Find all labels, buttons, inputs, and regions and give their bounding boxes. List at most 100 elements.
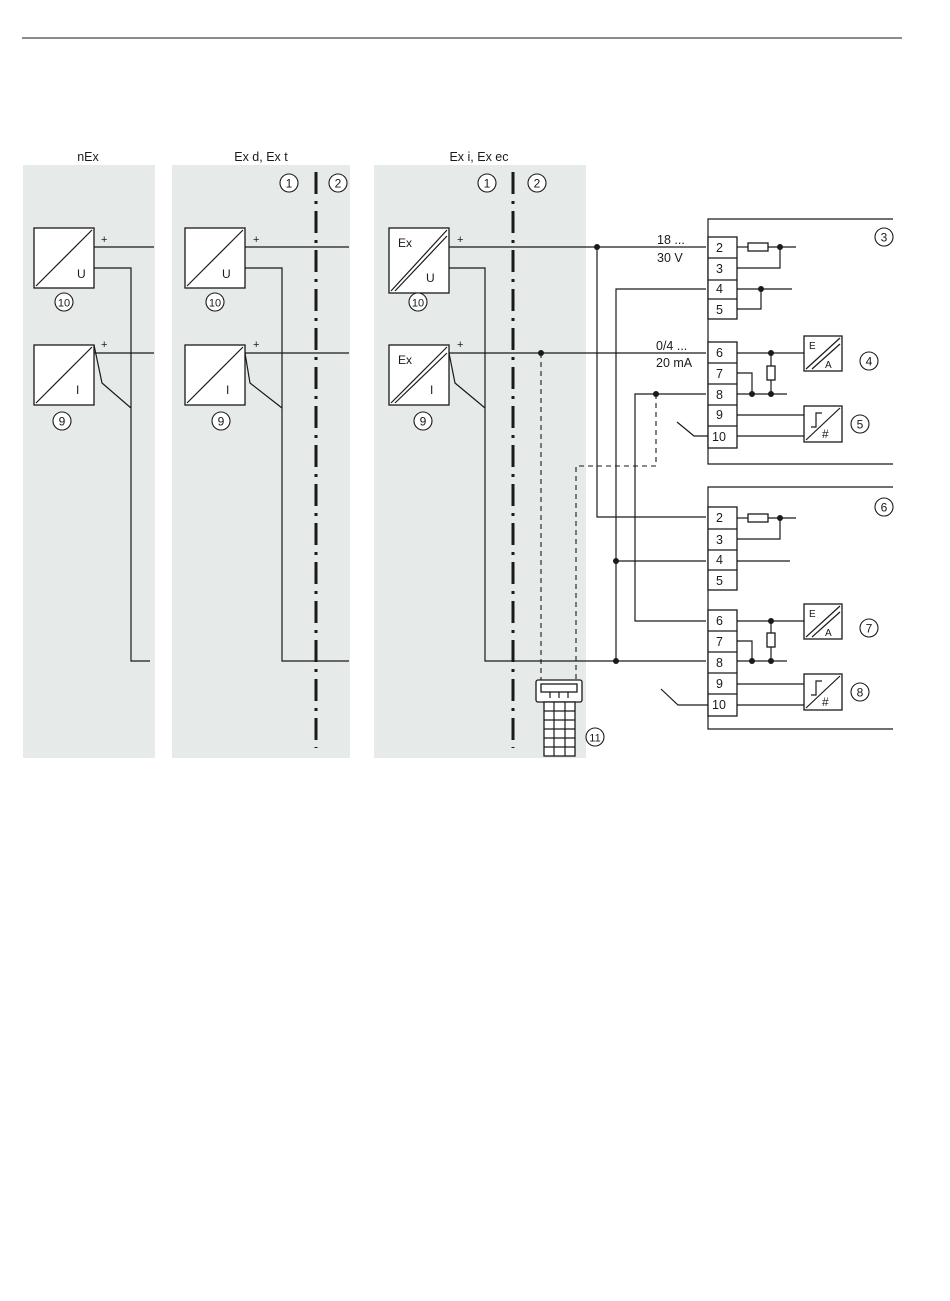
callout-10-exd: 10 [206,293,224,311]
plus-sign: + [101,339,107,351]
upper-digital-input-circuit [677,415,804,436]
voltage-device-nex: U [34,228,94,288]
svg-text:9: 9 [218,415,225,429]
callout-6: 6 [875,498,893,516]
svg-text:7: 7 [866,622,873,636]
upper-ad-converter: E A [804,336,842,371]
current-range-label-1: 0/4 ... [656,339,687,353]
callout-8: 8 [851,683,869,701]
terminal-label: 2 [716,241,723,255]
callout-10-nex: 10 [55,293,73,311]
svg-text:10: 10 [209,298,221,310]
callout-2-exd: 2 [329,174,347,192]
current-device-exd: I [185,345,245,405]
lower-digital-converter: # [804,674,842,710]
terminal-label: 3 [716,533,723,547]
terminal-label: 4 [716,282,723,296]
terminal-label: 2 [716,511,723,525]
svg-text:I: I [226,383,229,397]
callout-3: 3 [875,228,893,246]
terminal-label: 8 [716,656,723,670]
callout-7: 7 [860,619,878,637]
svg-text:10: 10 [412,298,424,310]
upper-supply-circuit [737,243,796,309]
callout-11: 11 [586,728,604,746]
terminal-label: 3 [716,262,723,276]
svg-text:U: U [426,271,435,285]
svg-text:3: 3 [881,231,888,245]
zone-nex-label: nEx [77,150,99,164]
svg-text:9: 9 [420,415,427,429]
terminal-label: 7 [716,635,723,649]
svg-text:9: 9 [59,415,66,429]
terminal-label: 5 [716,303,723,317]
upper-analog-input-circuit [737,350,804,397]
terminal-label: 10 [712,698,726,712]
svg-text:2: 2 [335,177,342,191]
zone-exi-label: Ex i, Ex ec [449,150,508,164]
upper-terminal-block-b: 6 7 8 9 10 [708,342,737,448]
plus-sign: + [457,339,463,351]
wire-branch-to-lower-unit [597,247,706,517]
svg-text:E: E [809,609,816,620]
terminal-label: 8 [716,388,723,402]
callout-9-exi: 9 [414,412,432,430]
svg-text:#: # [822,427,829,441]
upper-terminal-block-a: 2 3 4 5 [708,237,737,319]
callout-4: 4 [860,352,878,370]
terminal-label: 6 [716,614,723,628]
voltage-device-exi: Ex U [389,228,449,293]
current-device-exi: Ex I [389,345,449,405]
lower-terminal-block-a: 2 3 4 5 [708,507,737,590]
callout-2-exi: 2 [528,174,546,192]
lower-supply-circuit [737,514,796,561]
plus-sign: + [253,339,259,351]
callout-10-exi: 10 [409,293,427,311]
svg-text:A: A [825,360,832,371]
callout-9-nex: 9 [53,412,71,430]
svg-text:5: 5 [857,418,864,432]
current-device-nex: I [34,345,94,405]
wire-terminal-8-bus [635,394,706,621]
svg-text:2: 2 [534,177,541,191]
plus-sign: + [101,234,107,246]
upper-digital-converter: # [804,406,842,442]
svg-text:Ex: Ex [398,236,412,250]
svg-text:10: 10 [58,298,70,310]
terminal-label: 9 [716,408,723,422]
plus-sign: + [253,234,259,246]
svg-text:I: I [430,383,433,397]
lower-analog-input-circuit [737,618,804,664]
plus-sign: + [457,234,463,246]
svg-text:A: A [825,628,832,639]
svg-text:1: 1 [484,177,491,191]
lower-ad-converter: E A [804,604,842,639]
supply-voltage-label-1: 18 ... [657,233,685,247]
current-range-label-2: 20 mA [656,356,693,370]
callout-1-exd: 1 [280,174,298,192]
svg-text:I: I [76,383,79,397]
callout-5: 5 [851,415,869,433]
svg-text:#: # [822,695,829,709]
supply-voltage-label-2: 30 V [657,251,683,265]
zone-exd-label: Ex d, Ex t [234,150,288,164]
callout-1-exi: 1 [478,174,496,192]
svg-text:Ex: Ex [398,353,412,367]
svg-text:U: U [77,267,86,281]
svg-text:1: 1 [286,177,293,191]
terminal-label: 7 [716,367,723,381]
terminal-label: 5 [716,574,723,588]
terminal-label: 9 [716,677,723,691]
terminal-label: 6 [716,346,723,360]
callout-9-exd: 9 [212,412,230,430]
svg-text:4: 4 [866,355,873,369]
svg-text:6: 6 [881,501,888,515]
voltage-device-exd: U [185,228,245,288]
svg-text:E: E [809,341,816,352]
lower-terminal-block-b: 6 7 8 9 10 [708,610,737,716]
svg-text:11: 11 [589,733,600,745]
terminal-label: 4 [716,553,723,567]
svg-text:8: 8 [857,686,864,700]
terminal-label: 10 [712,430,726,444]
